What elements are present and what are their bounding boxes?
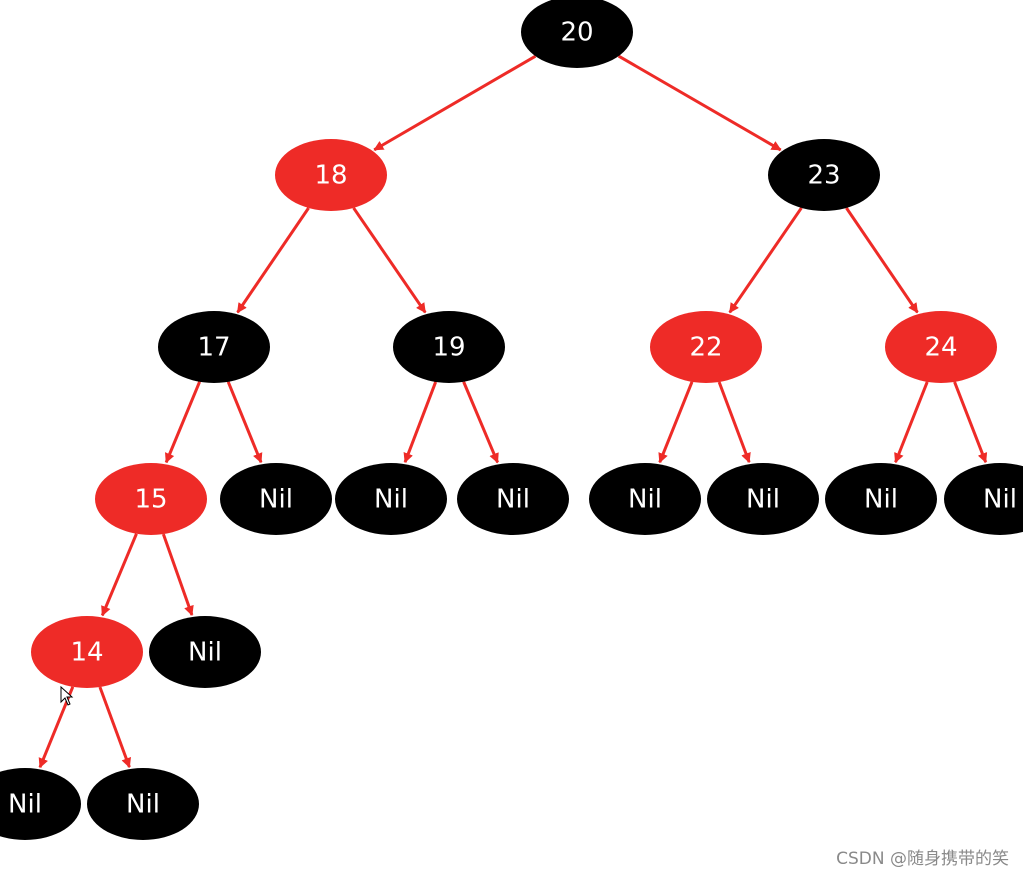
tree-node-nil24l: Nil bbox=[825, 463, 937, 535]
node-red-ellipse bbox=[275, 139, 387, 211]
edge-n15-n14 bbox=[100, 533, 138, 617]
node-black-ellipse bbox=[393, 311, 505, 383]
tree-node-n24: 24 bbox=[885, 311, 997, 383]
node-black-ellipse bbox=[521, 0, 633, 68]
tree-node-nil15r: Nil bbox=[149, 616, 261, 688]
node-black-ellipse bbox=[220, 463, 332, 535]
edge-n24-nil24r bbox=[953, 381, 988, 464]
node-red-ellipse bbox=[885, 311, 997, 383]
node-label: 24 bbox=[924, 333, 957, 363]
node-label: 22 bbox=[689, 333, 722, 363]
node-black-ellipse bbox=[457, 463, 569, 535]
tree-node-n23: 23 bbox=[768, 139, 880, 211]
node-black-ellipse bbox=[149, 616, 261, 688]
edge-n23-n22 bbox=[728, 207, 803, 314]
node-label: Nil bbox=[864, 485, 898, 515]
tree-node-nil22r: Nil bbox=[707, 463, 819, 535]
node-black-ellipse bbox=[768, 139, 880, 211]
node-label: Nil bbox=[983, 485, 1017, 515]
tree-node-n15: 15 bbox=[95, 463, 207, 535]
tree-node-nil14r: Nil bbox=[87, 768, 199, 840]
node-label: Nil bbox=[746, 485, 780, 515]
node-black-ellipse bbox=[158, 311, 270, 383]
tree-node-n17: 17 bbox=[158, 311, 270, 383]
edge-n19-nil19r bbox=[462, 381, 499, 464]
node-red-ellipse bbox=[95, 463, 207, 535]
node-black-ellipse bbox=[707, 463, 819, 535]
edge-n18-n19 bbox=[352, 207, 427, 314]
edge-n20-n23 bbox=[617, 54, 782, 152]
node-black-ellipse bbox=[0, 768, 81, 840]
node-black-ellipse bbox=[87, 768, 199, 840]
edges-layer bbox=[38, 54, 988, 769]
tree-node-nil22l: Nil bbox=[589, 463, 701, 535]
tree-node-n22: 22 bbox=[650, 311, 762, 383]
tree-node-n20: 20 bbox=[521, 0, 633, 68]
mouse-pointer-icon bbox=[60, 686, 74, 706]
node-label: Nil bbox=[496, 485, 530, 515]
edge-n20-n18 bbox=[373, 54, 537, 152]
tree-node-n18: 18 bbox=[275, 139, 387, 211]
node-label: 23 bbox=[807, 161, 840, 191]
edge-n23-n24 bbox=[845, 207, 919, 314]
node-black-ellipse bbox=[335, 463, 447, 535]
node-label: 20 bbox=[560, 18, 593, 48]
edge-n24-nil24l bbox=[894, 381, 929, 464]
node-label: 15 bbox=[134, 485, 167, 515]
node-label: Nil bbox=[126, 790, 160, 820]
node-label: 18 bbox=[314, 161, 347, 191]
node-label: Nil bbox=[259, 485, 293, 515]
edge-n15-nil15r bbox=[161, 533, 194, 616]
node-red-ellipse bbox=[650, 311, 762, 383]
node-label: 17 bbox=[197, 333, 230, 363]
edge-n22-nil22l bbox=[658, 381, 694, 464]
tree-node-nil17r: Nil bbox=[220, 463, 332, 535]
node-black-ellipse bbox=[589, 463, 701, 535]
edge-n17-n15 bbox=[164, 381, 201, 464]
node-label: Nil bbox=[628, 485, 662, 515]
node-black-ellipse bbox=[825, 463, 937, 535]
edge-n17-nil17r bbox=[226, 381, 263, 464]
edge-n19-nil19l bbox=[403, 381, 438, 464]
tree-node-nil19l: Nil bbox=[335, 463, 447, 535]
edge-n18-n17 bbox=[236, 207, 310, 314]
node-label: Nil bbox=[8, 790, 42, 820]
tree-node-nil24r: Nil bbox=[944, 463, 1023, 535]
node-black-ellipse bbox=[944, 463, 1023, 535]
node-label: 19 bbox=[432, 333, 465, 363]
node-label: Nil bbox=[374, 485, 408, 515]
node-red-ellipse bbox=[31, 616, 143, 688]
tree-node-nil19r: Nil bbox=[457, 463, 569, 535]
tree-node-n14: 14 bbox=[31, 616, 143, 688]
watermark: CSDN @随身携带的笑 bbox=[836, 849, 1009, 869]
tree-node-n19: 19 bbox=[393, 311, 505, 383]
node-label: Nil bbox=[188, 638, 222, 668]
node-label: 14 bbox=[70, 638, 103, 668]
edge-n14-nil14r bbox=[98, 686, 131, 769]
edge-n22-nil22r bbox=[717, 381, 751, 464]
tree-node-nil14l: Nil bbox=[0, 768, 81, 840]
